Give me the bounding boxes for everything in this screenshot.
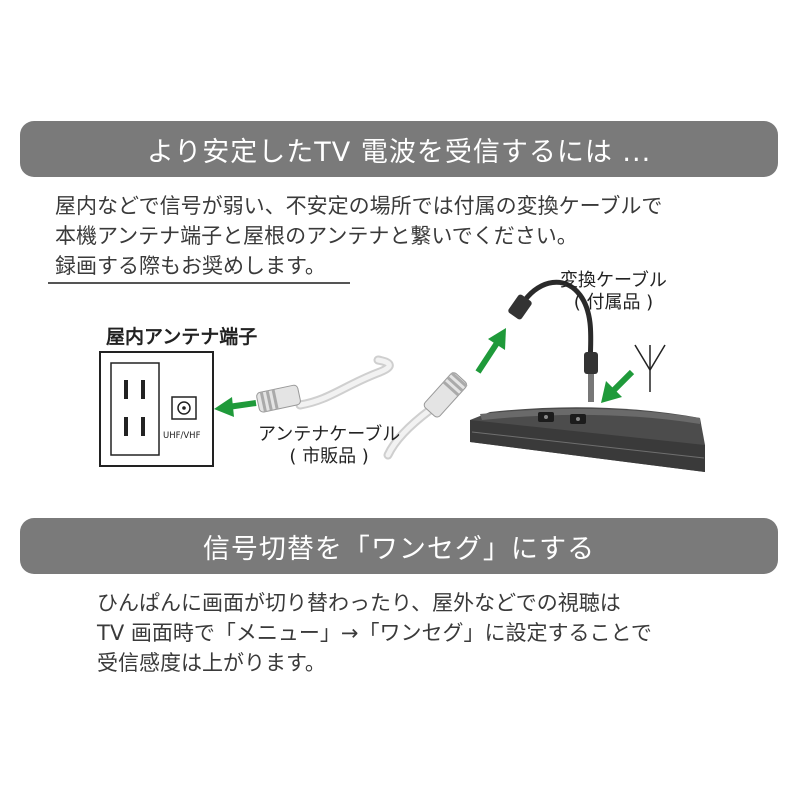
section1-paragraph: 屋内などで信号が弱い、不安定の場所では付属の変換ケーブルで 本機アンテナ端子と屋… (55, 191, 662, 281)
recommendation-underline (48, 282, 350, 284)
section2-line-1: ひんぱんに画面が切り替わったり、屋外などでの視聴は (97, 591, 621, 615)
power-outlet (110, 362, 160, 456)
antenna-cable-label-text: アンテナケーブル (258, 424, 401, 445)
converter-cable-label: 変換ケーブル ( 付属品 ) (560, 270, 667, 314)
tv-device (470, 407, 705, 472)
port-label: UHF/VHF (163, 431, 201, 441)
section1-line-3: 録画する際もお奨めします。 (55, 254, 326, 278)
section2-paragraph: ひんぱんに画面が切り替わったり、屋外などでの視聴は TV 画面時で「メニュー」→… (97, 588, 652, 678)
section1-title: より安定したTV 電波を受信するには ... (20, 121, 778, 177)
converter-cable-note: ( 付属品 ) (573, 292, 654, 313)
section1-line-2: 本機アンテナ端子と屋根のアンテナと繋いでください。 (55, 224, 578, 248)
converter-cable-label-text: 変換ケーブル (560, 270, 667, 291)
antenna-cable-label: アンテナケーブル ( 市販品 ) (258, 424, 400, 468)
section2-line-2: TV 画面時で「メニュー」→「ワンセグ」に設定することで (97, 621, 652, 645)
section1-title-text: より安定したTV 電波を受信するには ... (146, 136, 652, 168)
wall-plate: UHF/VHF (99, 351, 214, 467)
section1-line-1: 屋内などで信号が弱い、不安定の場所では付属の変換ケーブルで (55, 194, 663, 218)
section2-title: 信号切替を「ワンセグ」にする (20, 518, 778, 574)
antenna-port (171, 396, 197, 420)
arrow-to-device-icon (601, 369, 635, 403)
antenna-symbol-icon (634, 344, 666, 392)
section2-line-3: 受信感度は上がります。 (97, 651, 326, 675)
antenna-cable-note: ( 市販品 ) (289, 446, 369, 467)
arrow-to-converter-icon (475, 328, 506, 374)
section2-title-text: 信号切替を「ワンセグ」にする (202, 533, 596, 565)
wall-terminal-label: 屋内アンテナ端子 (106, 326, 258, 348)
arrow-to-wall-icon (214, 397, 257, 417)
